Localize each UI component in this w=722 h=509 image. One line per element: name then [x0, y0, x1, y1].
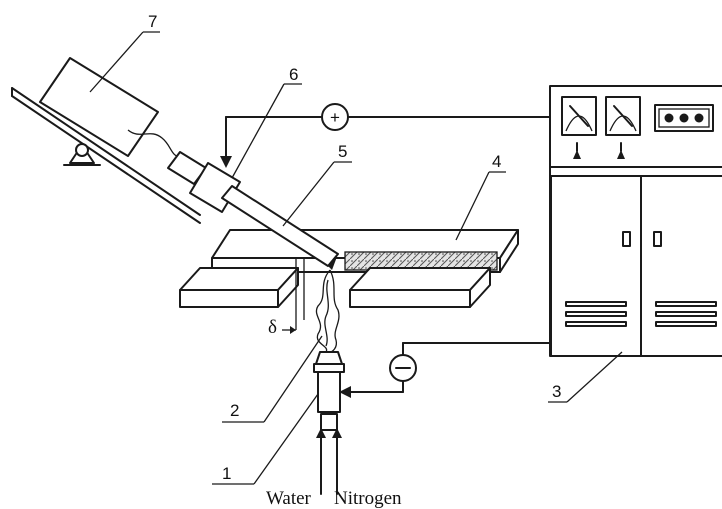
drive-motor	[39, 57, 183, 159]
inclined-rail	[11, 87, 201, 224]
power-source-cabinet	[549, 85, 722, 357]
vent-right	[655, 301, 717, 327]
positive-terminal-icon	[321, 103, 349, 131]
label-2: 2	[230, 401, 239, 420]
positive-cable: +	[220, 103, 551, 168]
knob-icon	[617, 150, 625, 159]
electrode-rod	[221, 185, 339, 270]
label-6: 6	[289, 65, 298, 84]
gap-label: δ	[268, 317, 277, 338]
leader-lines	[89, 31, 623, 485]
plasma-arc	[315, 269, 340, 353]
label-5: 5	[338, 142, 347, 161]
svg-text:+: +	[330, 108, 340, 127]
label-1: 1	[222, 464, 231, 483]
label-3: 3	[552, 382, 561, 401]
label-4: 4	[492, 152, 501, 171]
label-7: 7	[148, 12, 157, 31]
workpiece	[179, 229, 519, 308]
nitrogen-label: Nitrogen	[334, 488, 402, 509]
negative-cable	[339, 342, 551, 398]
knob-icon	[573, 150, 581, 159]
vent-left	[565, 301, 627, 327]
gap-dimension	[282, 258, 305, 334]
plasma-torch	[313, 351, 345, 495]
water-label: Water	[266, 488, 312, 509]
